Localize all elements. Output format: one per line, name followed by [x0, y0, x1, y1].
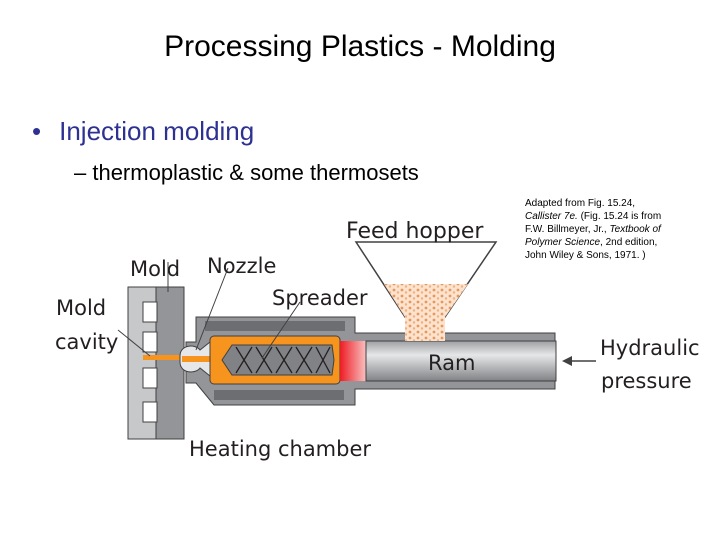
barrel-top-band — [205, 321, 345, 331]
spreader — [221, 344, 335, 376]
label-mold-cavity-line1: Mold — [56, 296, 106, 320]
hopper-pellets — [384, 284, 468, 317]
caption-line1: Adapted from Fig. 15.24, — [525, 198, 636, 209]
hopper-throat — [405, 317, 445, 341]
subbullet-thermoplastic: – thermoplastic & some thermosets — [74, 160, 419, 185]
mold-cavity-slot-2 — [142, 331, 158, 353]
mold-cavity-slot-3 — [142, 367, 158, 389]
label-hydraulic: Hydraulic — [600, 336, 700, 360]
label-mold: Mold — [130, 257, 180, 281]
hydraulic-arrow-head-icon — [562, 356, 572, 366]
barrel-bottom-band — [214, 390, 344, 400]
nozzle-leader-line — [195, 267, 229, 351]
ram — [365, 340, 557, 382]
caption-line2-italic: Callister 7e. — [525, 211, 578, 222]
label-nozzle: Nozzle — [207, 254, 276, 278]
label-ram: Ram — [428, 351, 475, 375]
hot-zone — [340, 341, 366, 381]
bullet-injection-molding: • Injection molding — [32, 116, 254, 147]
mold-runner — [143, 355, 185, 360]
label-heating-chamber: Heating chamber — [189, 437, 371, 461]
label-pressure: pressure — [601, 369, 692, 393]
caption-line2-rest: (Fig. 15.24 is from — [577, 211, 662, 222]
figure-caption: Adapted from Fig. 15.24, Callister 7e. (… — [525, 197, 715, 262]
label-feed-hopper: Feed hopper — [346, 219, 484, 244]
slide-title: Processing Plastics - Molding — [164, 30, 556, 63]
caption-line5: John Wiley & Sons, 1971. ) — [525, 250, 646, 261]
nozzle-channel — [182, 356, 210, 362]
caption-line4-italic: Polymer Science — [525, 237, 601, 248]
label-mold-cavity-line2: cavity — [55, 330, 118, 354]
mold-cavity-slot-1 — [142, 301, 158, 323]
mold-cavity-slot-4 — [142, 401, 158, 423]
mold-inner-plate — [155, 286, 185, 440]
caption-line4-rest: , 2nd edition, — [600, 237, 658, 248]
spreader-leader-line — [261, 301, 301, 359]
bullet-text: Injection molding — [59, 116, 255, 146]
label-spreader: Spreader — [272, 286, 368, 310]
bullet-dot-icon: • — [32, 116, 42, 146]
caption-line3: F.W. Billmeyer, Jr., — [525, 224, 610, 235]
mold-cavity-leader-line — [117, 329, 151, 357]
caption-line3-italic: Textbook of — [609, 224, 661, 235]
spreader-hatching — [235, 346, 331, 374]
